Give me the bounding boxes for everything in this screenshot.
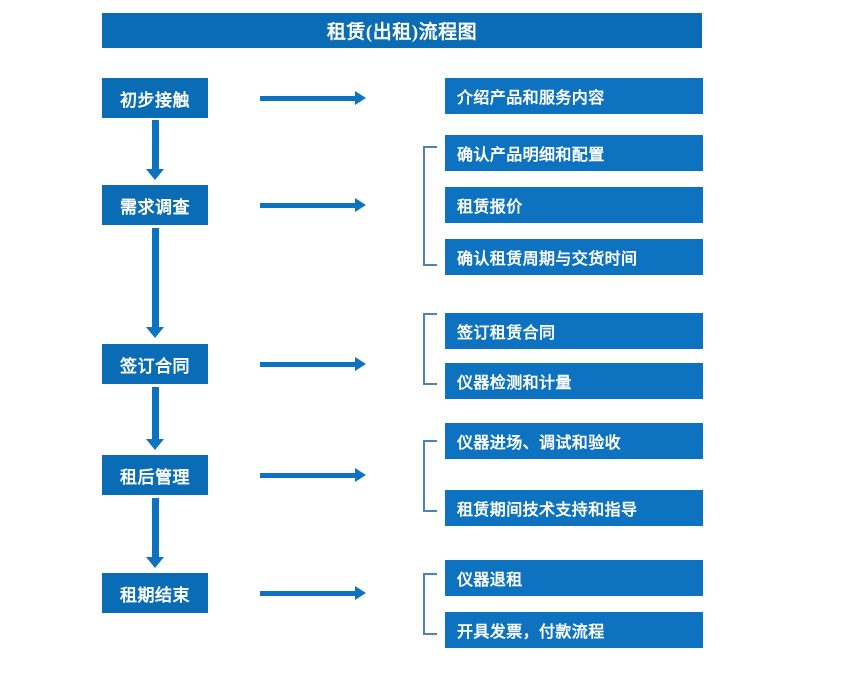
detail-box-4[interactable]: 确认租赁周期与交货时间 (445, 239, 703, 275)
detail-box-3[interactable]: 租赁报价 (445, 187, 703, 223)
group-bracket-5 (423, 573, 437, 635)
horizontal-arrow-1 (260, 91, 366, 105)
stage-box-1[interactable]: 初步接触 (102, 78, 208, 118)
group-bracket-3 (423, 313, 437, 385)
vertical-arrow-3 (146, 387, 164, 450)
vertical-arrow-1 (146, 120, 164, 180)
group-bracket-2 (423, 146, 437, 266)
stage-box-2[interactable]: 需求调查 (102, 185, 208, 225)
group-bracket-4 (423, 440, 437, 512)
horizontal-arrow-5 (260, 586, 366, 600)
detail-box-5[interactable]: 签订租赁合同 (445, 313, 703, 349)
horizontal-arrow-3 (260, 357, 366, 371)
page-title: 租赁(出租)流程图 (102, 13, 702, 48)
vertical-arrow-2 (146, 228, 164, 338)
stage-box-4[interactable]: 租后管理 (102, 455, 208, 495)
horizontal-arrow-2 (260, 198, 366, 212)
stage-box-5[interactable]: 租期结束 (102, 573, 208, 613)
detail-box-1[interactable]: 介绍产品和服务内容 (445, 78, 703, 114)
detail-box-8[interactable]: 租赁期间技术支持和指导 (445, 490, 703, 526)
detail-box-6[interactable]: 仪器检测和计量 (445, 363, 703, 399)
vertical-arrow-4 (146, 498, 164, 568)
detail-box-9[interactable]: 仪器退租 (445, 560, 703, 596)
detail-box-2[interactable]: 确认产品明细和配置 (445, 135, 703, 171)
detail-box-7[interactable]: 仪器进场、调试和验收 (445, 423, 703, 459)
horizontal-arrow-4 (260, 468, 366, 482)
detail-box-10[interactable]: 开具发票，付款流程 (445, 612, 703, 648)
stage-box-3[interactable]: 签订合同 (102, 344, 208, 384)
